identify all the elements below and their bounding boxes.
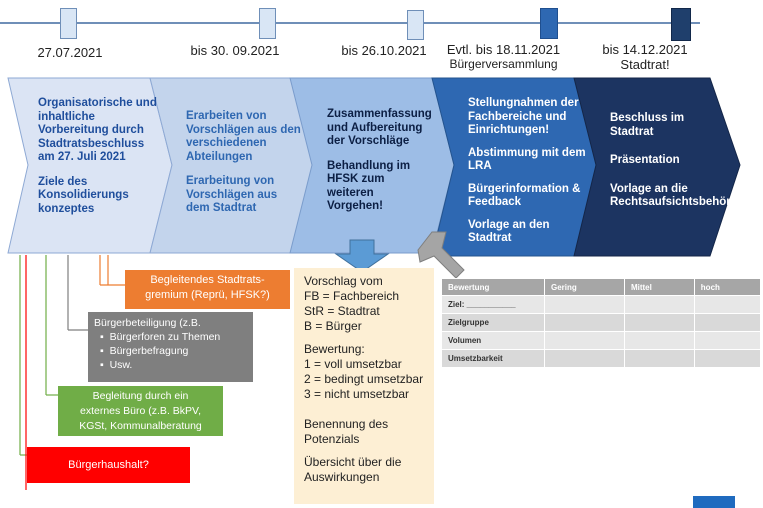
date-3: bis 26.10.2021 bbox=[341, 43, 427, 58]
chevron-4-text: Stellungnahmen der Fachbereiche und Einr… bbox=[468, 97, 586, 244]
table-row: Ziel: ___________ bbox=[441, 295, 762, 314]
chevron-1-text: Organisatorische und inhaltliche Vorbere… bbox=[38, 97, 157, 215]
bewertung-table: Bewertung Gering Mittel hoch Ziel: _____… bbox=[441, 278, 762, 368]
notes-box: Vorschlag vom FB = Fachbereich StR = Sta… bbox=[294, 268, 434, 504]
notes-title: Vorschlag vom bbox=[304, 274, 383, 288]
buergerhaushalt-box: Bürgerhaushalt? bbox=[27, 447, 190, 483]
bullet-item: ▪ Bürgerbefragung bbox=[100, 345, 189, 357]
down-arrow bbox=[334, 239, 390, 273]
table-header: Bewertung bbox=[441, 278, 545, 296]
timeline-marker-3 bbox=[407, 10, 424, 40]
date-2: bis 30. 09.2021 bbox=[190, 43, 280, 58]
table-header: Mittel bbox=[623, 278, 695, 296]
timeline-marker-2 bbox=[259, 8, 276, 39]
timeline-marker-1 bbox=[60, 8, 77, 39]
buergerbeteiligung-box: Bürgerbeteiligung (z.B. ▪ Bürgerforen zu… bbox=[88, 312, 253, 382]
chevron-2-text: Erarbeiten von Vorschlägen aus den versc… bbox=[186, 110, 301, 214]
table-row: Volumen bbox=[441, 331, 762, 350]
stadtrat-gremium-box: Begleitendes Stadtrats- gremium (Reprü, … bbox=[125, 270, 290, 309]
timeline-line bbox=[0, 22, 700, 24]
bewertung-title: Bewertung: bbox=[304, 342, 365, 356]
bullet-item: ▪ Bürgerforen zu Themen bbox=[100, 331, 221, 343]
date-5-sub: Stadtrat! bbox=[620, 57, 670, 72]
buergerbeteiligung-title: Bürgerbeteiligung (z.B. bbox=[94, 317, 201, 329]
externes-buero-box: Begleitung durch ein externes Büro (z.B.… bbox=[58, 386, 223, 436]
chevron-3-text: Zusammenfassung und Aufbereitung der Vor… bbox=[327, 108, 432, 212]
table-header: Gering bbox=[544, 278, 625, 296]
timeline-marker-4 bbox=[540, 8, 558, 39]
table-header: hoch bbox=[693, 278, 762, 296]
table-row: Umsetzbarkeit bbox=[441, 349, 762, 368]
date-4-sub: Bürgerversammlung bbox=[449, 57, 558, 71]
bullet-item: ▪ Usw. bbox=[100, 359, 133, 371]
chevron-5 bbox=[573, 77, 741, 257]
diagonal-arrow bbox=[417, 231, 465, 279]
timeline-marker-5 bbox=[671, 8, 691, 41]
table-row: Zielgruppe bbox=[441, 313, 762, 332]
corner-mark bbox=[693, 496, 735, 508]
date-1: 27.07.2021 bbox=[37, 45, 103, 60]
